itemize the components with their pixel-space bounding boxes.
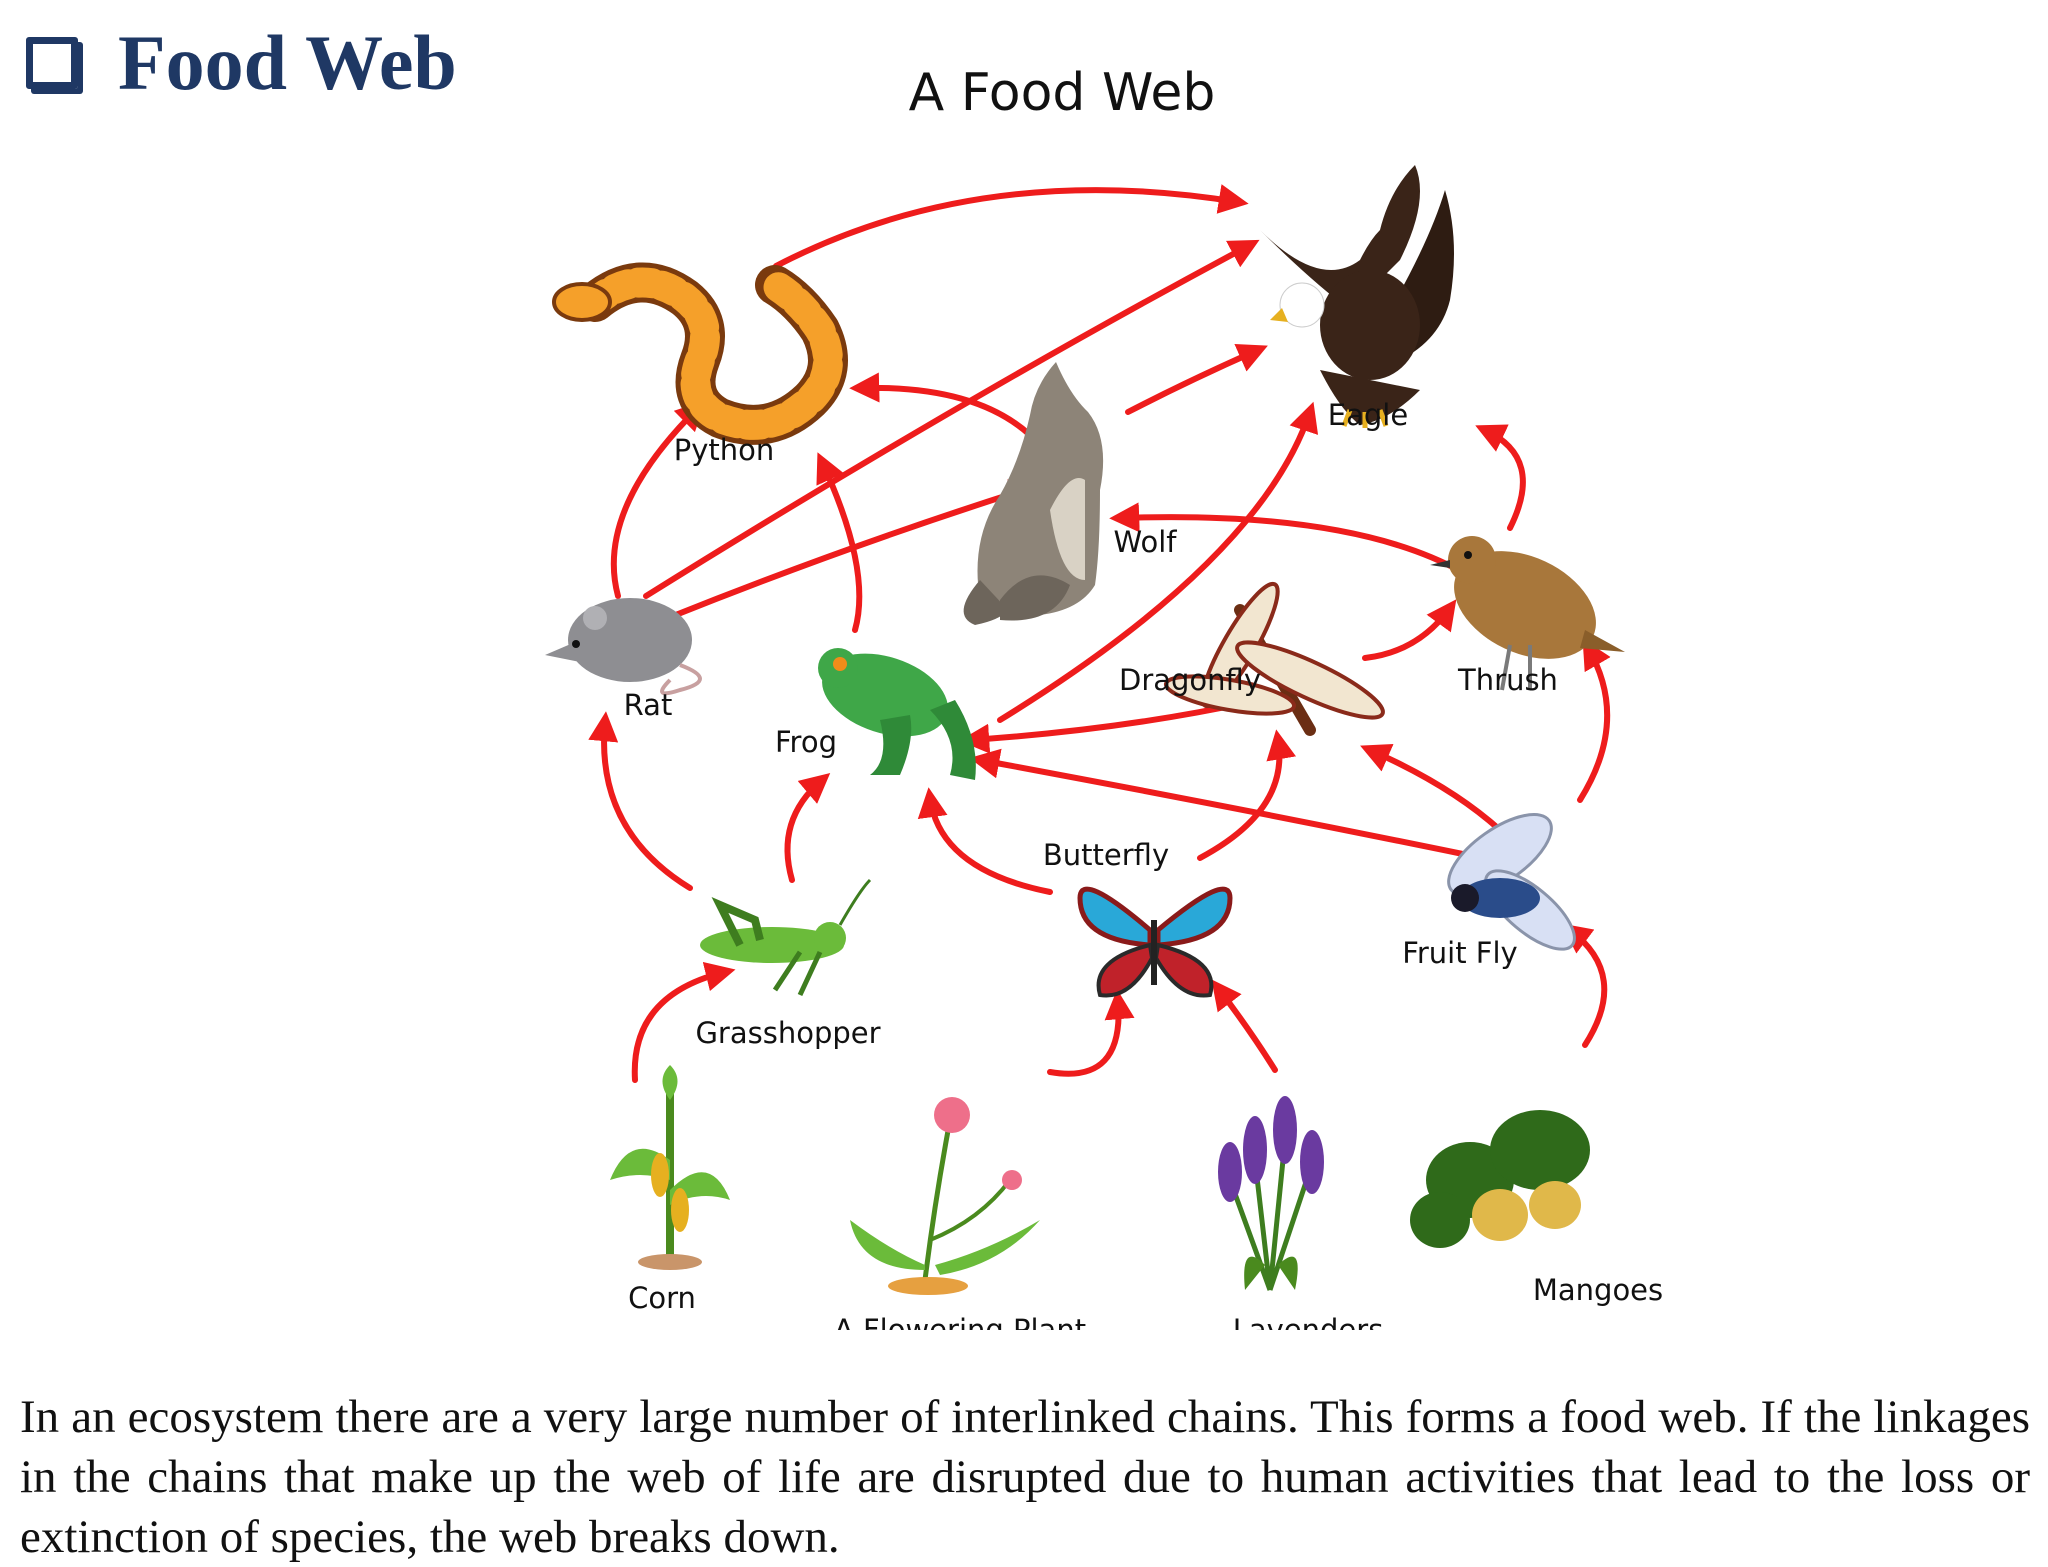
wolf-label: Wolf xyxy=(1114,525,1178,559)
grasshopper-label: Grasshopper xyxy=(695,1016,880,1050)
arrow-wolf-eagle xyxy=(1125,344,1268,415)
arrow-butterfly-dragonfly xyxy=(1197,729,1297,861)
frog-label: Frog xyxy=(775,725,837,759)
dragonfly-label: Dragonfly xyxy=(1119,663,1261,697)
fruit-fly-icon xyxy=(1447,813,1576,951)
arrow-fruitfly-frog xyxy=(969,748,1495,863)
diagram-title: A Food Web xyxy=(909,63,1216,123)
lavenders-label: Lavenders xyxy=(1233,1313,1384,1330)
butterfly-icon xyxy=(1077,886,1233,998)
flowering-plant-label: A Flowering Plant xyxy=(834,1313,1086,1330)
thrush-icon xyxy=(1430,536,1625,691)
arrow-fruitfly-thrush xyxy=(1577,638,1611,803)
checkbox-bullet-icon xyxy=(26,37,78,89)
arrow-plant-butterfly xyxy=(1047,989,1135,1077)
arrow-rat-eagle xyxy=(643,239,1260,599)
python-icon xyxy=(552,262,848,445)
food-web-diagram: A Food Web Eagle xyxy=(545,63,1663,1330)
python-label: Python xyxy=(674,433,775,467)
heading-title: Food Web xyxy=(118,19,457,106)
arrow-thrush-eagle xyxy=(1475,424,1526,531)
arrow-frog-python xyxy=(816,452,863,633)
butterfly-label: Butterfly xyxy=(1043,838,1169,872)
rat-icon xyxy=(545,598,702,696)
mangoes-label: Mangoes xyxy=(1533,1273,1663,1307)
arrow-grasshopper-rat xyxy=(588,711,693,891)
section-heading: Food Web xyxy=(26,18,457,108)
arrow-lavender-butterfly xyxy=(1211,979,1278,1073)
lavenders-icon xyxy=(1218,1096,1324,1291)
rat-label: Rat xyxy=(624,688,673,722)
arrow-mango-fruitfly xyxy=(1561,923,1608,1048)
eagle-label: Eagle xyxy=(1328,398,1408,432)
arrow-thrush-wolf xyxy=(1109,502,1465,575)
arrow-fruitfly-dragonfly xyxy=(1360,743,1503,833)
wolf-icon xyxy=(963,362,1104,625)
arrow-rat-python xyxy=(610,400,706,599)
description-paragraph: In an ecosystem there are a very large n… xyxy=(20,1391,2030,1563)
arrow-corn-grasshopper xyxy=(631,961,736,1083)
eagle-icon xyxy=(1260,165,1454,428)
frog-icon xyxy=(818,648,976,780)
fruit-fly-label: Fruit Fly xyxy=(1402,936,1517,970)
arrow-butterfly-frog xyxy=(917,787,1053,895)
arrow-frog-eagle xyxy=(997,401,1319,723)
thrush-label: Thrush xyxy=(1457,663,1558,697)
corn-icon xyxy=(610,1065,730,1270)
dragonfly-icon xyxy=(1163,581,1385,736)
grasshopper-icon xyxy=(700,878,872,997)
arrow-wolf-python xyxy=(849,372,1033,438)
flowering-plant-icon xyxy=(850,1097,1040,1295)
arrow-python-eagle xyxy=(773,184,1249,269)
arrow-dragonfly-thrush xyxy=(1362,599,1457,661)
arrow-rat-wolf xyxy=(665,479,1041,621)
mangoes-icon xyxy=(1410,1110,1590,1248)
arrow-grasshopper-frog xyxy=(784,772,831,883)
corn-label: Corn xyxy=(628,1281,696,1315)
